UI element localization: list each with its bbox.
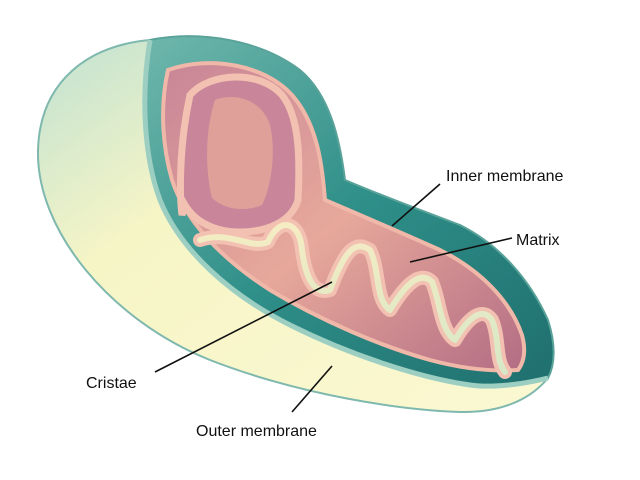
label-inner-membrane: Inner membrane (446, 168, 563, 185)
label-outer-membrane: Outer membrane (196, 423, 317, 440)
label-cristae: Cristae (86, 375, 137, 392)
label-matrix: Matrix (516, 232, 560, 249)
leader-cristae (154, 281, 333, 373)
cristae-folds-inner (197, 222, 508, 375)
outer-membrane-rim (142, 39, 549, 389)
upper-crista-highlight (207, 97, 273, 210)
leader-matrix (409, 237, 513, 263)
leader-inner-membrane (391, 183, 441, 227)
leader-outer-membrane (291, 365, 333, 413)
